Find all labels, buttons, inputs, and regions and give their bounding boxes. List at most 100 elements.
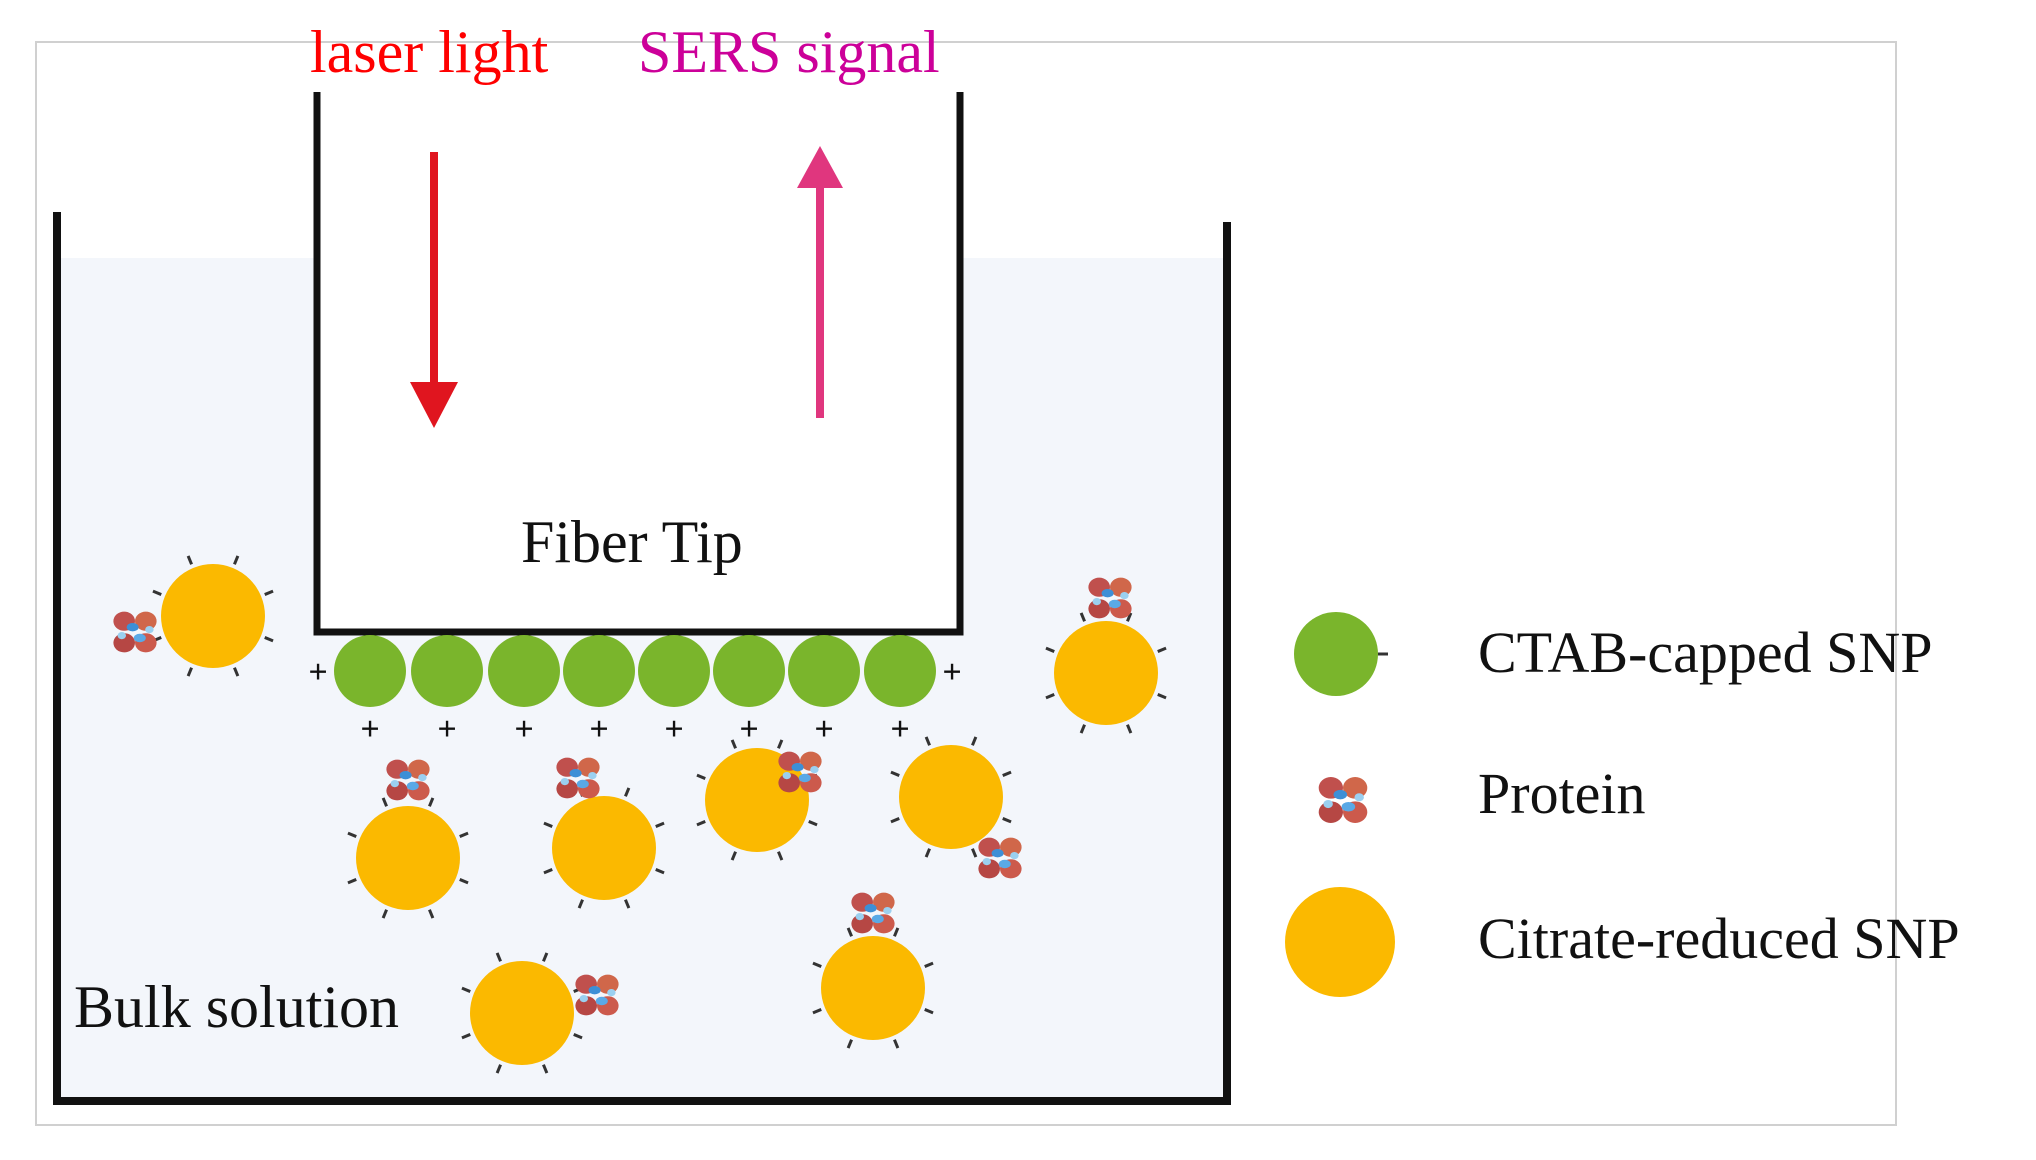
negative-charge <box>347 831 357 838</box>
positive-charge: + <box>942 654 961 691</box>
positive-charge: + <box>308 654 327 691</box>
negative-charge <box>1079 612 1086 622</box>
fiber-tip-outline <box>313 92 964 636</box>
positive-charge: + <box>664 711 683 748</box>
fiber-tip-label: Fiber Tip <box>521 509 743 575</box>
positive-charge: + <box>589 711 608 748</box>
beaker-outline <box>53 212 1231 1105</box>
negative-charge <box>264 636 274 643</box>
negative-charge <box>152 589 162 596</box>
positive-charge: + <box>814 711 833 748</box>
negative-charge <box>1079 724 1086 734</box>
negative-charge <box>655 821 665 828</box>
negative-charge <box>428 797 435 807</box>
negative-charge <box>428 909 435 919</box>
negative-charge <box>1157 693 1167 700</box>
negative-charge <box>1126 724 1133 734</box>
legend-protein-swatch <box>1318 777 1368 823</box>
negative-charge <box>846 1039 853 1049</box>
negative-charge <box>777 739 784 749</box>
negative-charge <box>730 851 737 861</box>
citrate-particle <box>461 952 583 1074</box>
negative-charge <box>573 1033 583 1040</box>
negative-charge <box>924 961 934 968</box>
ctab-particle <box>788 635 860 707</box>
negative-charge <box>577 899 584 909</box>
laser-arrow-head <box>410 382 458 428</box>
positive-charges: + + + + + + + + + + <box>308 654 961 748</box>
legend: CTAB-capped SNP Protein Citrate-reduced … <box>1285 612 1960 997</box>
negative-charge <box>696 820 706 827</box>
ctab-particle <box>638 635 710 707</box>
negative-charge <box>1002 770 1012 777</box>
negative-charge <box>924 736 931 746</box>
legend-ctab-label: CTAB-capped SNP <box>1478 620 1932 685</box>
positive-charge: + <box>437 711 456 748</box>
negative-charge <box>186 555 193 565</box>
negative-charge <box>1002 817 1012 824</box>
negative-charge <box>846 927 853 937</box>
positive-charge: + <box>360 711 379 748</box>
negative-charge <box>1157 646 1167 653</box>
negative-charge <box>696 773 706 780</box>
figure-frame <box>35 41 1897 1126</box>
legend-protein-label: Protein <box>1478 761 1646 826</box>
positive-charge: + <box>890 711 909 748</box>
negative-charge <box>381 797 388 807</box>
ctab-particle <box>713 635 785 707</box>
fiber-tip-interior <box>317 92 960 632</box>
negative-charge <box>459 831 469 838</box>
negative-charge <box>542 1064 549 1074</box>
negative-charge <box>624 787 631 797</box>
negative-charge <box>893 1039 900 1049</box>
negative-charge <box>971 736 978 746</box>
ctab-particle <box>864 635 936 707</box>
ctab-particle <box>563 635 635 707</box>
citrate-particle <box>890 736 1012 858</box>
citrate-particle <box>347 797 469 919</box>
negative-charge <box>543 821 553 828</box>
negative-charge <box>495 952 502 962</box>
negative-charge <box>924 1008 934 1015</box>
legend-citrate-label: Citrate-reduced SNP <box>1478 906 1960 971</box>
citrate-particle <box>696 739 818 861</box>
negative-charge <box>890 817 900 824</box>
negative-charge <box>924 848 931 858</box>
positive-charge: + <box>739 711 758 748</box>
negative-charge <box>1045 646 1055 653</box>
negative-charge <box>777 851 784 861</box>
sers-signal-label: SERS signal <box>638 19 940 85</box>
negative-charge <box>347 878 357 885</box>
bulk-solution-label: Bulk solution <box>74 974 399 1040</box>
citrate-particle-layer <box>152 555 1167 1074</box>
negative-charge <box>264 589 274 596</box>
negative-charge <box>1045 693 1055 700</box>
negative-charge <box>730 739 737 749</box>
citrate-particle <box>1045 612 1167 734</box>
citrate-particle <box>812 927 934 1049</box>
citrate-particle <box>152 555 274 677</box>
negative-charge <box>890 770 900 777</box>
negative-charge <box>233 555 240 565</box>
laser-light-label: laser light <box>310 19 549 85</box>
ctab-particle <box>488 635 560 707</box>
negative-charge <box>971 848 978 858</box>
negative-charge <box>233 667 240 677</box>
negative-charge <box>459 878 469 885</box>
negative-charge <box>461 986 471 993</box>
negative-charge <box>542 952 549 962</box>
negative-charge <box>812 1008 822 1015</box>
positive-charge: + <box>514 711 533 748</box>
negative-charge <box>495 1064 502 1074</box>
negative-charge <box>808 820 818 827</box>
ctab-particle <box>411 635 483 707</box>
legend-citrate-swatch <box>1285 887 1395 997</box>
negative-charge <box>461 1033 471 1040</box>
negative-charge <box>1126 612 1133 622</box>
negative-charge <box>186 667 193 677</box>
negative-charge <box>381 909 388 919</box>
legend-ctab-swatch <box>1294 612 1378 696</box>
negative-charge <box>893 927 900 937</box>
negative-charge <box>655 868 665 875</box>
